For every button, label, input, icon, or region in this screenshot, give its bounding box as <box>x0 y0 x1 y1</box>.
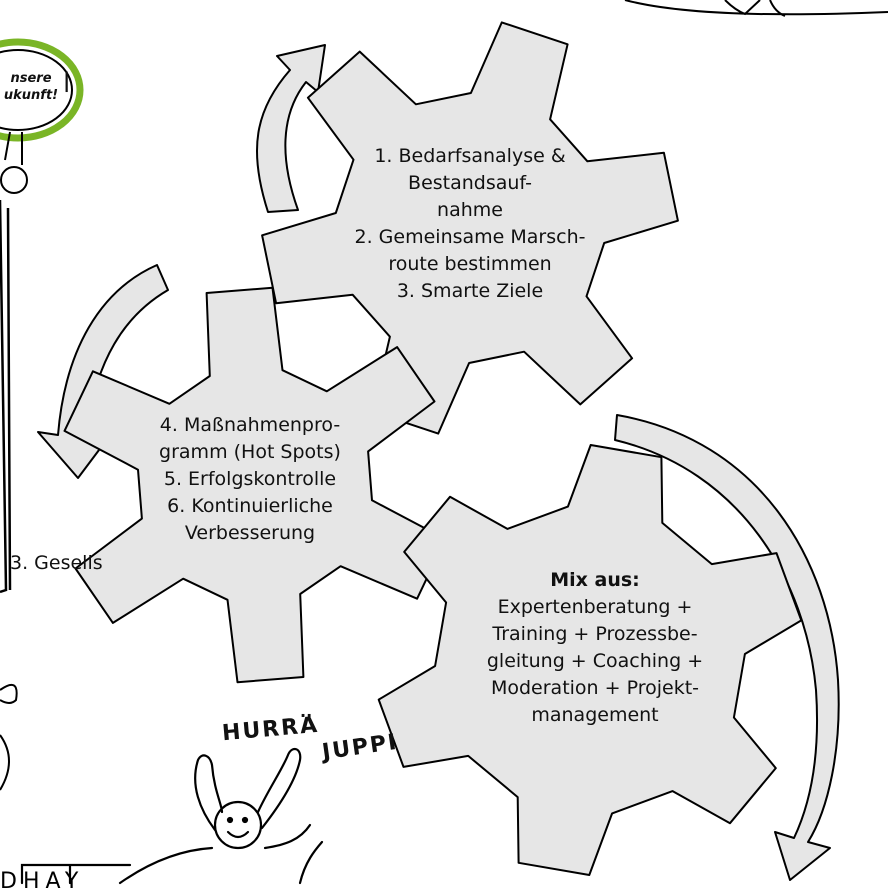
gear-planning-text: 1. Bedarfsanalyse & Bestandsauf- nahme 2… <box>340 143 600 305</box>
gear-implementation-text: 4. Maßnahmenpro- gramm (Hot Spots) 5. Er… <box>120 412 380 547</box>
gear-line: Bestandsauf- <box>408 172 532 194</box>
gear-line: Training + Prozessbe- <box>492 623 698 645</box>
celebration-dots: .. <box>300 702 313 721</box>
gear-line: 1. Bedarfsanalyse & <box>374 145 566 167</box>
sign-exclamation: | <box>63 68 71 92</box>
left-clipped-label: 3. Gesells <box>10 552 103 574</box>
sign-pole <box>0 199 12 594</box>
left-clipped-text: 3. Gesells <box>10 552 103 574</box>
gear-line: 2. Gemeinsame Marsch- <box>354 226 586 248</box>
gear-line: gramm (Hot Spots) <box>159 441 341 463</box>
hand-icon <box>0 166 28 194</box>
gear-methods-text: Mix aus: Expertenberatung + Training + P… <box>465 567 725 729</box>
gear-line: nahme <box>437 199 503 221</box>
sketch-fragment-top <box>624 0 888 17</box>
sign-line: ukunft! <box>3 88 59 103</box>
gear-planning <box>261 21 679 435</box>
heart-icon <box>0 683 18 704</box>
gear-line: Expertenberatung + <box>497 596 693 618</box>
gear-line: route bestimmen <box>388 253 552 275</box>
sign-text: nsere ukunft! <box>0 70 62 104</box>
sign-line: nsere <box>10 71 52 86</box>
gear-line: 4. Maßnahmenpro- <box>159 414 341 436</box>
gear-line: 6. Kontinuierliche <box>167 495 333 517</box>
gear-line: 5. Erfolgskontrolle <box>163 468 337 490</box>
gear-line: Verbesserung <box>184 522 316 544</box>
smiley-face-icon <box>213 800 263 850</box>
gear-implementation <box>63 286 447 684</box>
gear-line: 3. Smarte Ziele <box>396 280 544 302</box>
sign-figure <box>0 38 84 791</box>
gear-methods <box>377 444 803 876</box>
bottom-clipped-letters: DHAY <box>0 869 85 894</box>
gear-line: Moderation + Projekt- <box>490 677 700 699</box>
gear-line: gleitung + Coaching + <box>486 650 704 672</box>
gear-title: Mix aus: <box>550 569 640 591</box>
celebrating-figure <box>20 747 324 885</box>
gear-line: management <box>531 704 659 726</box>
cycle-arrow-top <box>255 44 326 213</box>
